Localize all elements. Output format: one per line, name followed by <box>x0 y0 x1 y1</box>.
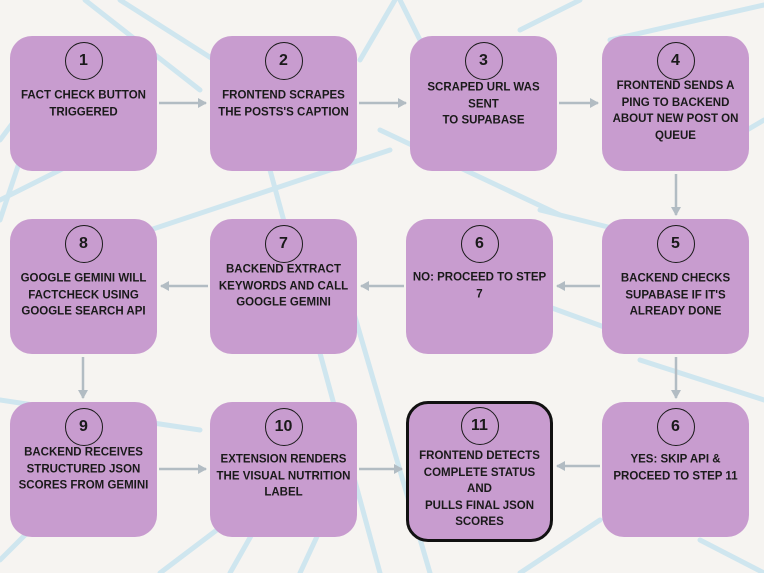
step-6-no-box: 6 NO: PROCEED TO STEP 7 <box>406 219 553 354</box>
step-9-number: 9 <box>64 408 103 446</box>
step-4-number: 4 <box>656 42 695 80</box>
step-9-box: 9 BACKEND RECEIVES STRUCTURED JSON SCORE… <box>10 402 157 537</box>
step-10-box: 10 EXTENSION RENDERS THE VISUAL NUTRITIO… <box>210 402 357 537</box>
step-5-box: 5 BACKEND CHECKS SUPABASE IF IT'S ALREAD… <box>602 219 749 354</box>
step-4-box: 4 FRONTEND SENDS A PING TO BACKEND ABOUT… <box>602 36 749 171</box>
step-6-no-number: 6 <box>460 225 499 263</box>
step-5-number: 5 <box>656 225 695 263</box>
step-1-box: 1 FACT CHECK BUTTON TRIGGERED <box>10 36 157 171</box>
step-7-label: BACKEND EXTRACT KEYWORDS AND CALL GOOGLE… <box>218 263 349 309</box>
step-7-number: 7 <box>264 225 303 263</box>
step-6-yes-number: 6 <box>656 408 695 446</box>
step-9-label: BACKEND RECEIVES STRUCTURED JSON SCORES … <box>18 446 149 492</box>
step-2-number: 2 <box>264 42 303 80</box>
step-7-box: 7 BACKEND EXTRACT KEYWORDS AND CALL GOOG… <box>210 219 357 354</box>
step-3-label: SCRAPED URL WAS SENT TO SUPABASE <box>427 81 540 127</box>
step-8-number: 8 <box>64 225 103 263</box>
step-3-number: 3 <box>464 42 503 80</box>
step-4-label: FRONTEND SENDS A PING TO BACKEND ABOUT N… <box>612 80 739 142</box>
step-8-label: GOOGLE GEMINI WILL FACTCHECK USING GOOGL… <box>20 272 147 318</box>
step-6-no-label: NO: PROCEED TO STEP 7 <box>412 271 547 301</box>
step-1-label: FACT CHECK BUTTON TRIGGERED <box>20 89 146 119</box>
step-1-number: 1 <box>64 42 103 80</box>
step-11-number: 11 <box>460 407 499 445</box>
step-10-number: 10 <box>264 408 303 446</box>
step-2-box: 2 FRONTEND SCRAPES THE POSTS'S CAPTION <box>210 36 357 171</box>
step-6-yes-box: 6 YES: SKIP API & PROCEED TO STEP 11 <box>602 402 749 537</box>
step-10-label: EXTENSION RENDERS THE VISUAL NUTRITION L… <box>216 453 351 499</box>
step-11-box: 11 FRONTEND DETECTS COMPLETE STATUS AND … <box>406 401 553 542</box>
step-6-yes-label: YES: SKIP API & PROCEED TO STEP 11 <box>613 453 738 483</box>
step-8-box: 8 GOOGLE GEMINI WILL FACTCHECK USING GOO… <box>10 219 157 354</box>
step-11-label: FRONTEND DETECTS COMPLETE STATUS AND PUL… <box>419 449 540 528</box>
step-5-label: BACKEND CHECKS SUPABASE IF IT'S ALREADY … <box>620 272 731 318</box>
step-2-label: FRONTEND SCRAPES THE POSTS'S CAPTION <box>218 89 349 119</box>
step-3-box: 3 SCRAPED URL WAS SENT TO SUPABASE <box>410 36 557 171</box>
